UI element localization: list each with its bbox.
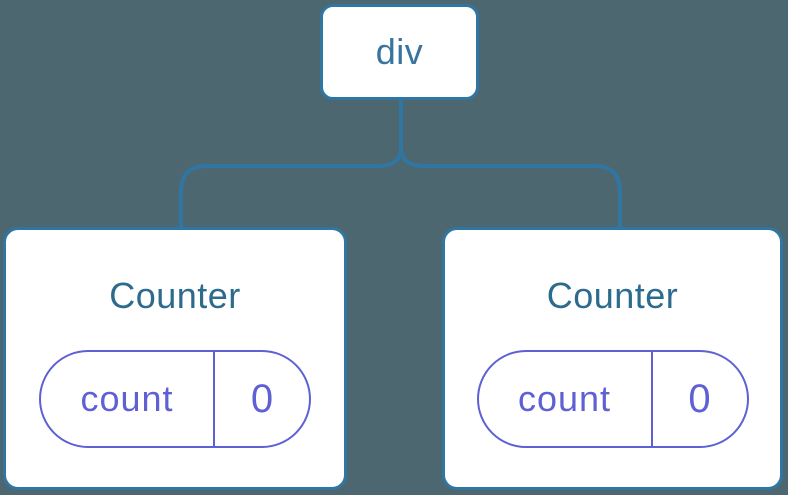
counter-card-left: Counter count 0 — [3, 227, 347, 490]
state-pill: count 0 — [476, 350, 749, 448]
component-title: Counter — [546, 275, 679, 316]
state-key: count — [41, 352, 215, 446]
connector-branch-right — [399, 145, 622, 231]
counter-card-right: Counter count 0 — [442, 227, 783, 490]
state-value: 0 — [250, 376, 274, 421]
connector-branch-left — [179, 145, 403, 231]
root-node-label: div — [375, 31, 424, 72]
state-value: 0 — [688, 376, 711, 421]
state-key: count — [479, 352, 653, 446]
state-pill: count 0 — [39, 350, 311, 448]
component-title: Counter — [109, 275, 241, 316]
root-node-div: div — [320, 4, 479, 100]
